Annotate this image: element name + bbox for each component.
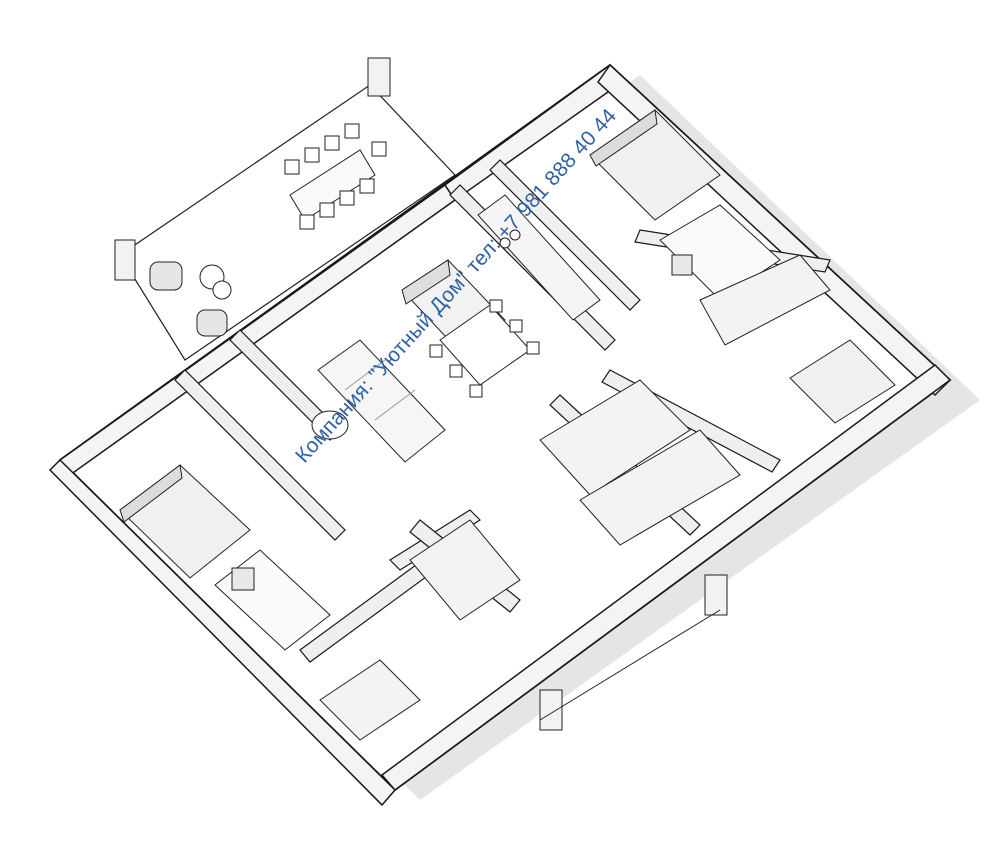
terrace-post <box>367 57 391 97</box>
entrance-posts <box>539 574 728 731</box>
outdoor-lounge <box>149 261 232 337</box>
bathroom-top <box>659 204 781 301</box>
living-sofa <box>311 339 446 463</box>
terrace-post <box>114 239 136 281</box>
kitchen-counter <box>477 194 601 321</box>
bathroom-left <box>214 549 331 651</box>
outdoor-dining-set <box>284 123 387 230</box>
terrace <box>114 57 456 361</box>
bed-left <box>119 464 251 579</box>
closets <box>319 254 831 741</box>
dining-table <box>429 299 540 398</box>
bed-top-right <box>589 109 721 221</box>
sofa-bed-right <box>789 339 896 424</box>
